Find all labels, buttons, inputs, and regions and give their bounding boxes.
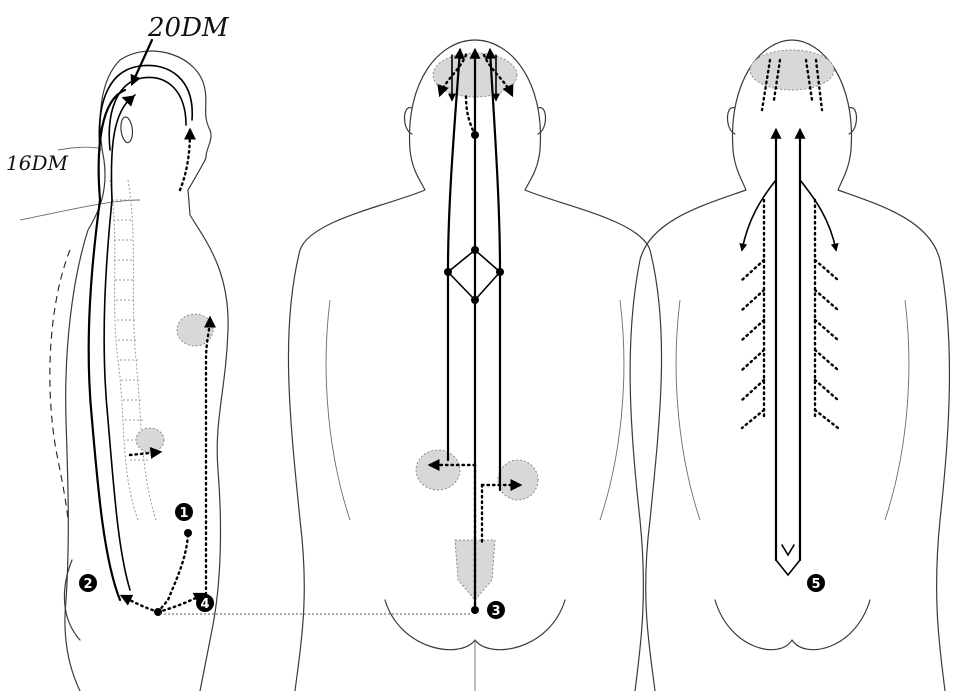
marker-3-label: 3 <box>491 604 500 619</box>
side-vertebrae <box>112 200 150 460</box>
right-dotted-chevrons-left <box>742 260 764 428</box>
right-arm-right <box>885 300 909 520</box>
side-dotted-lower <box>122 596 158 612</box>
right-branch-right <box>800 180 836 250</box>
right-branch-left <box>742 180 776 250</box>
side-organ-kidney <box>136 428 164 452</box>
side-meridian-inner <box>104 95 135 590</box>
side-ear <box>121 117 133 143</box>
marker-3: 3 <box>487 601 505 619</box>
center-node-diamond-right <box>496 268 504 276</box>
center-kidney-right <box>498 460 538 500</box>
side-view-figure: 20DM 16DM <box>6 13 230 691</box>
center-arm-right <box>600 300 624 520</box>
marker-5-label: 5 <box>811 577 820 592</box>
side-dashed-outline <box>50 250 70 520</box>
center-kidney-left <box>416 450 460 490</box>
side-meridian-outer <box>89 90 125 600</box>
side-dotted-face <box>180 130 190 190</box>
side-spine-column <box>110 180 156 520</box>
side-node-dantian <box>184 529 192 537</box>
right-channel-bottom <box>776 545 800 575</box>
center-arm-left <box>326 300 350 520</box>
annotation-left-pointer <box>58 147 98 150</box>
annotation-left: 16DM <box>6 151 68 175</box>
marker-2-label: 2 <box>83 577 92 592</box>
center-meridian-left <box>448 50 460 460</box>
center-dotted-neck <box>466 95 475 135</box>
back-view-figure-right <box>630 40 949 691</box>
side-dotted-kidney <box>130 452 160 455</box>
right-body-outline <box>630 40 949 691</box>
marker-4-label: 4 <box>200 597 209 612</box>
side-dotted-front <box>206 318 210 600</box>
right-dotted-chevrons-right <box>815 260 838 428</box>
side-node-perineum <box>154 608 162 616</box>
marker-1-label: 1 <box>179 506 188 521</box>
marker-4: 4 <box>196 594 214 612</box>
back-view-figure-center <box>288 40 661 691</box>
center-node-neck <box>471 131 479 139</box>
center-node-diamond-left <box>444 268 452 276</box>
right-buttocks <box>715 600 870 650</box>
side-dotted-crown <box>124 98 130 100</box>
center-node-diamond-bottom <box>471 296 479 304</box>
marker-5: 5 <box>807 574 825 592</box>
center-node-coccyx <box>471 606 479 614</box>
right-brain-shade <box>750 50 834 90</box>
annotation-top: 20DM <box>147 13 230 43</box>
marker-1: 1 <box>175 503 193 521</box>
marker-2: 2 <box>79 574 97 592</box>
center-node-diamond-top <box>471 246 479 254</box>
side-dotted-perineum <box>158 535 188 612</box>
side-hip-outline <box>64 560 80 640</box>
side-arm-line <box>20 200 140 220</box>
right-arm-left <box>676 300 700 520</box>
